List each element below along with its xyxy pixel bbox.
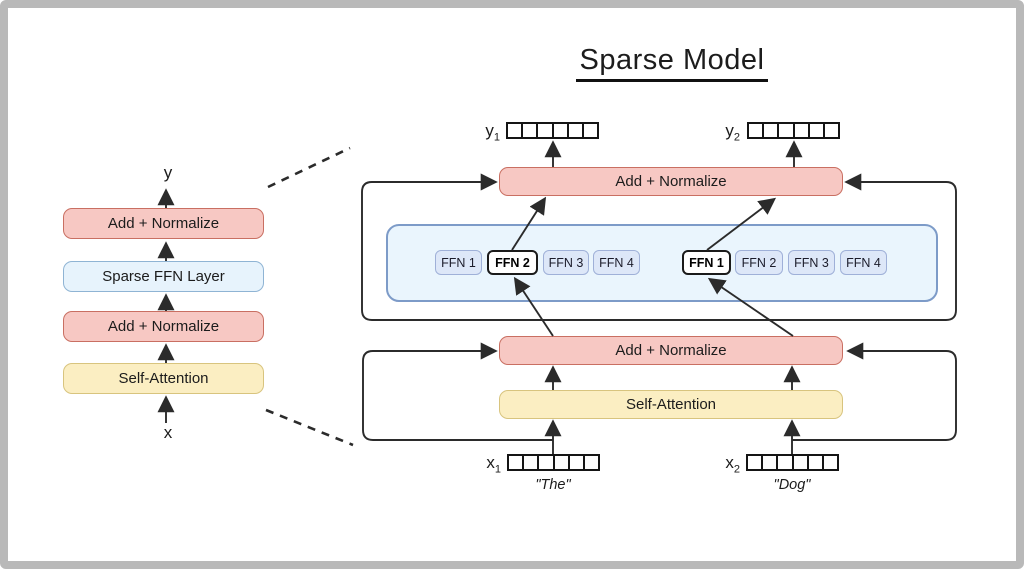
input-token-label-x1: x1 bbox=[461, 453, 501, 475]
ffn-2-token1-selected: FFN 2 bbox=[487, 250, 538, 275]
right-add-normalize-mid: Add + Normalize bbox=[499, 336, 843, 365]
vector-cell bbox=[778, 456, 794, 469]
input-vector-x1 bbox=[507, 454, 600, 471]
ffn-2-token2-label: FFN 2 bbox=[741, 255, 777, 270]
right-add-normalize-mid-label: Add + Normalize bbox=[615, 342, 727, 359]
vector-cell bbox=[764, 124, 780, 137]
right-self-attention-label: Self-Attention bbox=[625, 396, 717, 413]
right-add-normalize-top-label: Add + Normalize bbox=[615, 173, 727, 190]
ffn-4-token1-label: FFN 4 bbox=[599, 255, 634, 270]
vector-cell bbox=[584, 124, 597, 137]
vector-cell bbox=[749, 124, 765, 137]
input-word-the: "The" bbox=[535, 477, 571, 493]
x2-sub: 2 bbox=[733, 463, 740, 476]
output-vector-y2 bbox=[747, 122, 840, 139]
vector-cell bbox=[524, 456, 540, 469]
ffn-2-token1-label: FFN 2 bbox=[495, 255, 530, 270]
vector-cell bbox=[508, 124, 524, 137]
output-vector-y1 bbox=[506, 122, 599, 139]
left-add-normalize-top: Add + Normalize bbox=[63, 208, 264, 239]
page-title-text: Sparse Model bbox=[575, 44, 769, 82]
x1-sub: 1 bbox=[494, 463, 501, 476]
right-self-attention: Self-Attention bbox=[499, 390, 843, 419]
vector-cell bbox=[825, 124, 838, 137]
vector-cell bbox=[779, 124, 795, 137]
left-sparse-ffn-layer-label: Sparse FFN Layer bbox=[102, 268, 225, 285]
y1-sub: 1 bbox=[493, 131, 500, 144]
vector-cell bbox=[585, 456, 598, 469]
left-output-label: y bbox=[163, 163, 173, 182]
ffn-1-token2-label: FFN 1 bbox=[689, 255, 724, 270]
ffn-3-token2-label: FFN 3 bbox=[794, 255, 829, 270]
vector-cell bbox=[748, 456, 764, 469]
input-vector-x2 bbox=[746, 454, 839, 471]
vector-cell bbox=[824, 456, 837, 469]
left-sparse-ffn-layer: Sparse FFN Layer bbox=[63, 261, 264, 292]
left-input-label: x bbox=[163, 423, 173, 442]
ffn-1-token1-label: FFN 1 bbox=[441, 255, 476, 270]
vector-cell bbox=[555, 456, 570, 469]
left-add-normalize-top-label: Add + Normalize bbox=[107, 215, 220, 232]
ffn-3-token2: FFN 3 bbox=[788, 250, 835, 275]
vector-cell bbox=[539, 456, 555, 469]
vector-cell bbox=[763, 456, 779, 469]
vector-cell bbox=[809, 456, 824, 469]
input-word-dog: "Dog" bbox=[773, 477, 811, 493]
page-title: Sparse Model bbox=[372, 44, 972, 82]
output-token-label-y2: y2 bbox=[700, 121, 740, 143]
vector-cell bbox=[538, 124, 554, 137]
vector-cell bbox=[509, 456, 525, 469]
x2-base: x bbox=[725, 453, 734, 472]
ffn-4-token2: FFN 4 bbox=[840, 250, 887, 275]
output-token-label-y1: y1 bbox=[460, 121, 500, 143]
ffn-1-token2-selected: FFN 1 bbox=[682, 250, 731, 275]
ffn-3-token1-label: FFN 3 bbox=[548, 255, 584, 270]
vector-cell bbox=[794, 456, 809, 469]
vector-cell bbox=[569, 124, 584, 137]
vector-cell bbox=[523, 124, 539, 137]
y2-sub: 2 bbox=[733, 131, 740, 144]
left-add-normalize-bottom: Add + Normalize bbox=[63, 311, 264, 342]
vector-cell bbox=[810, 124, 825, 137]
vector-cell bbox=[554, 124, 569, 137]
ffn-2-token2: FFN 2 bbox=[735, 250, 783, 275]
y1-base: y bbox=[485, 121, 494, 140]
ffn-3-token1: FFN 3 bbox=[543, 250, 589, 275]
left-self-attention-label: Self-Attention bbox=[118, 370, 209, 387]
x1-base: x bbox=[486, 453, 495, 472]
ffn-1-token1: FFN 1 bbox=[435, 250, 482, 275]
vector-cell bbox=[795, 124, 810, 137]
left-add-normalize-bottom-label: Add + Normalize bbox=[107, 318, 220, 335]
y2-base: y bbox=[725, 121, 734, 140]
input-token-label-x2: x2 bbox=[700, 453, 740, 475]
right-add-normalize-top: Add + Normalize bbox=[499, 167, 843, 196]
left-self-attention: Self-Attention bbox=[63, 363, 264, 394]
ffn-4-token2-label: FFN 4 bbox=[846, 255, 881, 270]
vector-cell bbox=[570, 456, 585, 469]
ffn-4-token1: FFN 4 bbox=[593, 250, 640, 275]
